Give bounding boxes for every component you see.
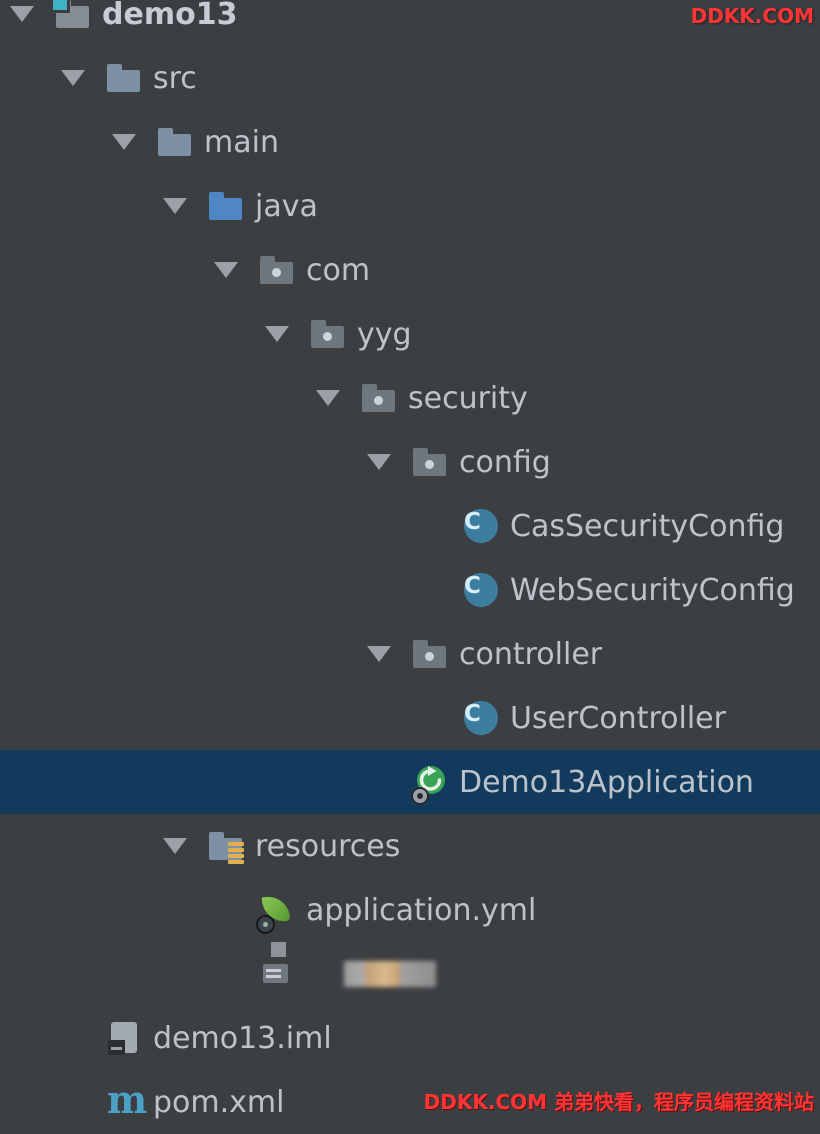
expand-arrow-icon[interactable] — [367, 454, 391, 470]
package-icon — [411, 443, 449, 481]
tree-item-usercontroller[interactable]: C UserController — [0, 686, 820, 750]
tree-item-label: demo13 — [102, 0, 238, 32]
module-file-icon — [105, 1019, 143, 1057]
package-icon — [258, 251, 296, 289]
class-icon: C — [462, 571, 500, 609]
expand-arrow-icon[interactable] — [163, 198, 187, 214]
tree-item-label: yyg — [357, 316, 412, 352]
tree-item-main[interactable]: main — [0, 110, 820, 174]
tree-indent — [106, 134, 156, 150]
tree-indent — [4, 6, 54, 22]
tree-item-yyg[interactable]: yyg — [0, 302, 820, 366]
tree-item-demo13[interactable]: demo13 — [0, 0, 820, 46]
tree-item-label: com — [306, 252, 371, 288]
tree-item-label: security — [408, 380, 528, 416]
expand-arrow-icon[interactable] — [61, 70, 85, 86]
tree-indent — [157, 198, 207, 214]
watermark-bottom: DDKK.COM 弟弟快看，程序员编程资料站 — [423, 1090, 814, 1114]
project-folder-icon — [50, 0, 92, 33]
tree-item-src[interactable]: src — [0, 46, 820, 110]
tree-item-security[interactable]: security — [0, 366, 820, 430]
tree-item-label: controller — [459, 636, 603, 672]
tree-item-label: config — [459, 444, 551, 480]
folder-icon — [105, 59, 143, 97]
tree-item-label: java — [255, 188, 318, 224]
tree-indent — [361, 454, 411, 470]
tree-item-java[interactable]: java — [0, 174, 820, 238]
tree-item-application-yml[interactable]: application.yml — [0, 878, 820, 942]
tree-item-controller[interactable]: controller — [0, 622, 820, 686]
file-icon — [258, 942, 296, 993]
redacted-filename — [344, 961, 436, 987]
expand-arrow-icon[interactable] — [214, 262, 238, 278]
tree-item-label: WebSecurityConfig — [510, 572, 795, 608]
tree-item-label: application.yml — [306, 892, 537, 928]
resources-folder-icon — [207, 827, 245, 865]
tree-item-label: Demo13Application — [459, 764, 754, 800]
tree-item-cassecurityconfig[interactable]: C CasSecurityConfig — [0, 494, 820, 558]
expand-arrow-icon[interactable] — [10, 6, 34, 22]
tree-item-label: CasSecurityConfig — [510, 508, 785, 544]
tree-item-com[interactable]: com — [0, 238, 820, 302]
expand-arrow-icon[interactable] — [163, 838, 187, 854]
tree-indent — [157, 838, 207, 854]
expand-arrow-icon[interactable] — [316, 390, 340, 406]
expand-arrow-icon[interactable] — [367, 646, 391, 662]
expand-arrow-icon[interactable] — [265, 326, 289, 342]
tree-indent — [259, 326, 309, 342]
tree-item-label: resources — [255, 828, 401, 864]
maven-icon: m — [107, 1077, 148, 1122]
class-icon: C — [462, 507, 500, 545]
folder-icon — [156, 123, 194, 161]
tree-item-demo13-iml[interactable]: demo13.iml — [0, 1006, 820, 1070]
tree-indent — [310, 390, 360, 406]
tree-item-label: UserController — [510, 700, 726, 736]
tree-item-redacted[interactable] — [0, 942, 820, 1006]
tree-item-demo13application[interactable]: Demo13Application — [0, 750, 820, 814]
tree-item-websecurityconfig[interactable]: C WebSecurityConfig — [0, 558, 820, 622]
tree-item-config[interactable]: config — [0, 430, 820, 494]
watermark-top: DDKK.COM — [690, 4, 814, 28]
tree-item-label: src — [153, 60, 197, 96]
tree-item-label: main — [204, 124, 279, 160]
tree-indent — [55, 70, 105, 86]
source-folder-icon — [207, 187, 245, 225]
tree-item-label: demo13.iml — [153, 1020, 332, 1056]
package-icon — [411, 635, 449, 673]
tree-item-label: pom.xml — [153, 1084, 285, 1120]
tree-indent — [361, 646, 411, 662]
class-icon: C — [462, 699, 500, 737]
package-icon — [360, 379, 398, 417]
spring-boot-run-icon — [411, 763, 449, 803]
package-icon — [309, 315, 347, 353]
tree-item-resources[interactable]: resources — [0, 814, 820, 878]
tree-indent — [208, 262, 258, 278]
spring-config-file-icon — [258, 891, 296, 932]
expand-arrow-icon[interactable] — [112, 134, 136, 150]
